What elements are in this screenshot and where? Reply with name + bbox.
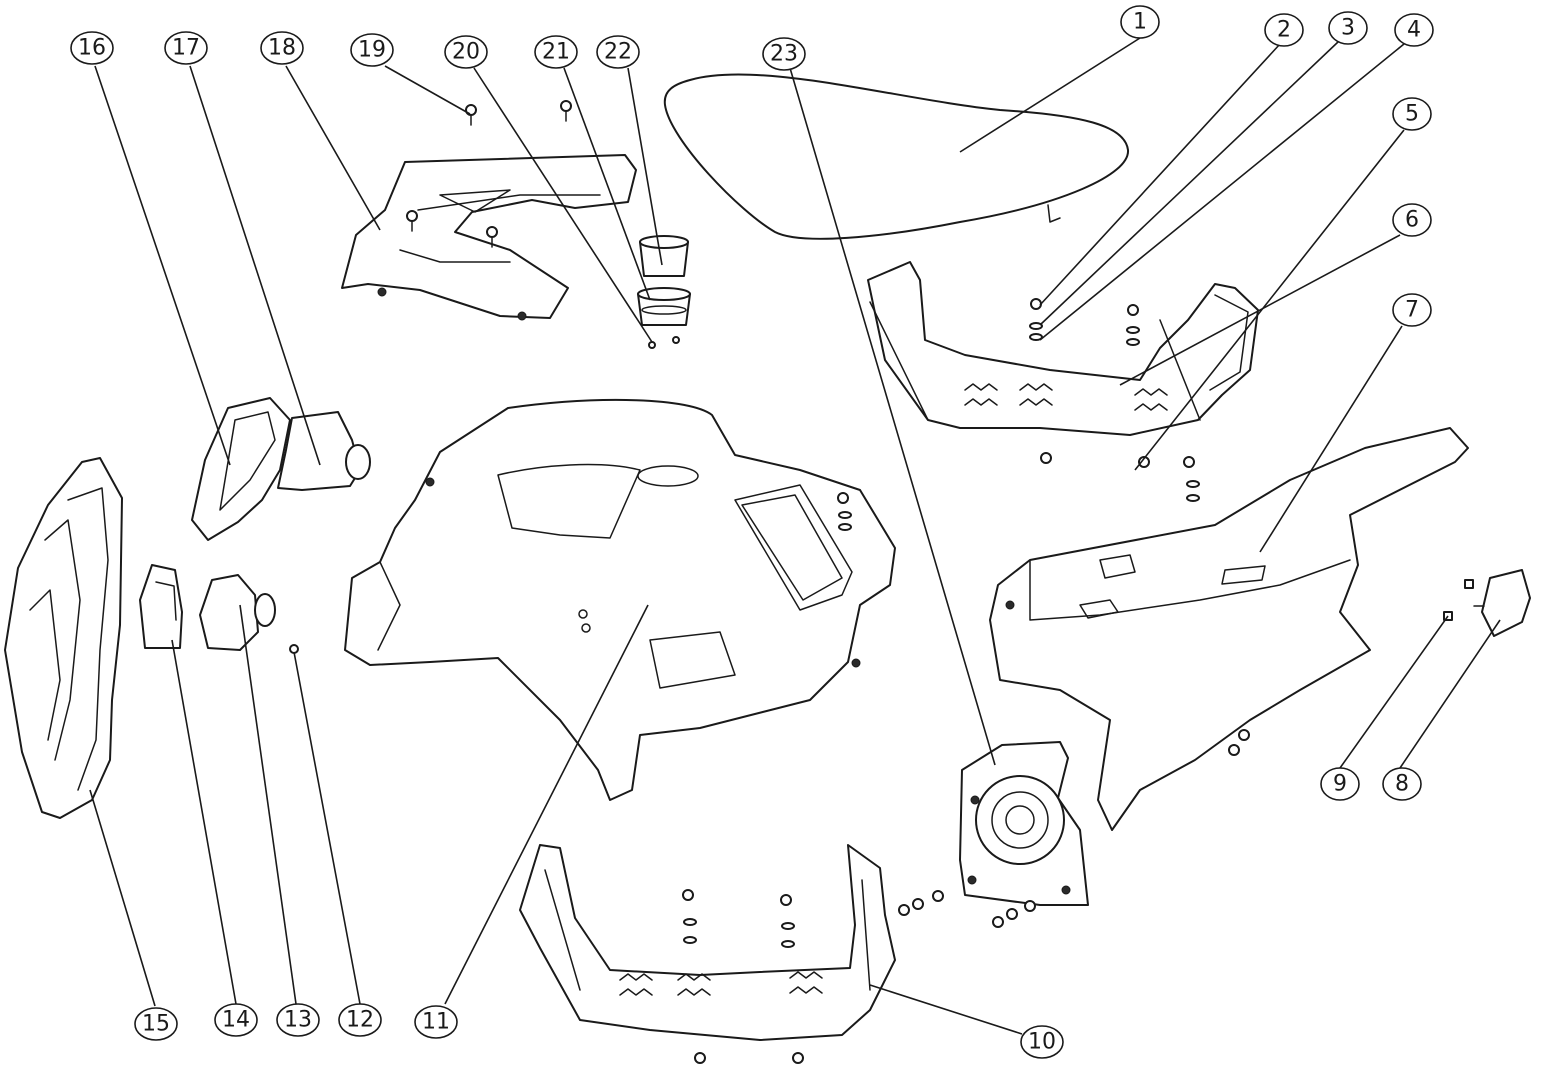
callout-label-13: 13 <box>284 1008 312 1033</box>
fan-guard-plate-part <box>959 741 1089 906</box>
seat-part <box>663 73 1130 240</box>
callout-label-9: 9 <box>1333 772 1347 797</box>
callout-label-5: 5 <box>1405 102 1419 127</box>
headlight-housing-part <box>277 411 371 491</box>
callout-19: 19 <box>350 33 394 67</box>
callout-label-8: 8 <box>1395 772 1409 797</box>
indicator-housing-part <box>199 574 276 651</box>
callout-label-16: 16 <box>78 36 106 61</box>
callout-11: 11 <box>414 1005 458 1039</box>
callout-7: 7 <box>1392 293 1432 327</box>
callout-label-19: 19 <box>358 38 386 63</box>
callout-label-15: 15 <box>142 1012 170 1037</box>
callout-label-22: 22 <box>604 40 632 65</box>
callout-21: 21 <box>534 35 578 69</box>
rear-footrest-panel-part <box>867 261 1259 436</box>
callout-label-12: 12 <box>346 1008 374 1033</box>
headlight-frame-part <box>191 397 291 541</box>
callout-label-4: 4 <box>1407 18 1421 43</box>
callout-16: 16 <box>70 31 114 65</box>
callout-label-18: 18 <box>268 36 296 61</box>
callout-label-21: 21 <box>542 40 570 65</box>
callout-label-3: 3 <box>1341 16 1355 41</box>
callout-17: 17 <box>164 31 208 65</box>
callout-3: 3 <box>1328 11 1368 45</box>
callout-label-11: 11 <box>422 1010 450 1035</box>
small-screw-part <box>289 644 299 654</box>
front-footrest-part <box>519 844 896 1064</box>
callout-label-14: 14 <box>222 1008 250 1033</box>
washer-set-part <box>898 890 1036 928</box>
callout-label-20: 20 <box>452 40 480 65</box>
callout-2: 2 <box>1264 13 1304 47</box>
callout-12: 12 <box>338 1003 382 1037</box>
callout-label-10: 10 <box>1028 1030 1056 1055</box>
callout-14: 14 <box>214 1003 258 1037</box>
callout-6: 6 <box>1392 203 1432 237</box>
callout-label-23: 23 <box>770 42 798 67</box>
callout-23: 23 <box>762 37 806 71</box>
nut-part <box>1443 579 1474 621</box>
callout-label-7: 7 <box>1405 298 1419 323</box>
front-body-shell-part <box>344 398 896 801</box>
callout-13: 13 <box>276 1003 320 1037</box>
callout-4: 4 <box>1394 13 1434 47</box>
fuel-filler-ring-part <box>637 287 691 326</box>
callout-22: 22 <box>596 35 640 69</box>
fuel-cap-part <box>639 235 689 277</box>
callout-8: 8 <box>1382 767 1422 801</box>
upper-front-panel-part <box>341 154 637 321</box>
callout-label-17: 17 <box>172 36 200 61</box>
callout-18: 18 <box>260 31 304 65</box>
callout-15: 15 <box>134 1007 178 1041</box>
turn-signal-part <box>139 564 183 649</box>
callout-label-2: 2 <box>1277 18 1291 43</box>
leader-lines <box>89 37 1501 1035</box>
callout-5: 5 <box>1392 97 1432 131</box>
callout-10: 10 <box>1020 1025 1064 1059</box>
callout-label-1: 1 <box>1133 10 1147 35</box>
callout-1: 1 <box>1120 5 1160 39</box>
bolt-washer-set-part <box>837 298 1200 531</box>
rear-reflector-part <box>1473 569 1531 637</box>
callout-20: 20 <box>444 35 488 69</box>
side-fairing-part <box>4 457 123 819</box>
callout-label-6: 6 <box>1405 208 1419 233</box>
callout-9: 9 <box>1320 767 1360 801</box>
screw-part <box>648 336 680 349</box>
rear-fender-part <box>989 427 1469 831</box>
